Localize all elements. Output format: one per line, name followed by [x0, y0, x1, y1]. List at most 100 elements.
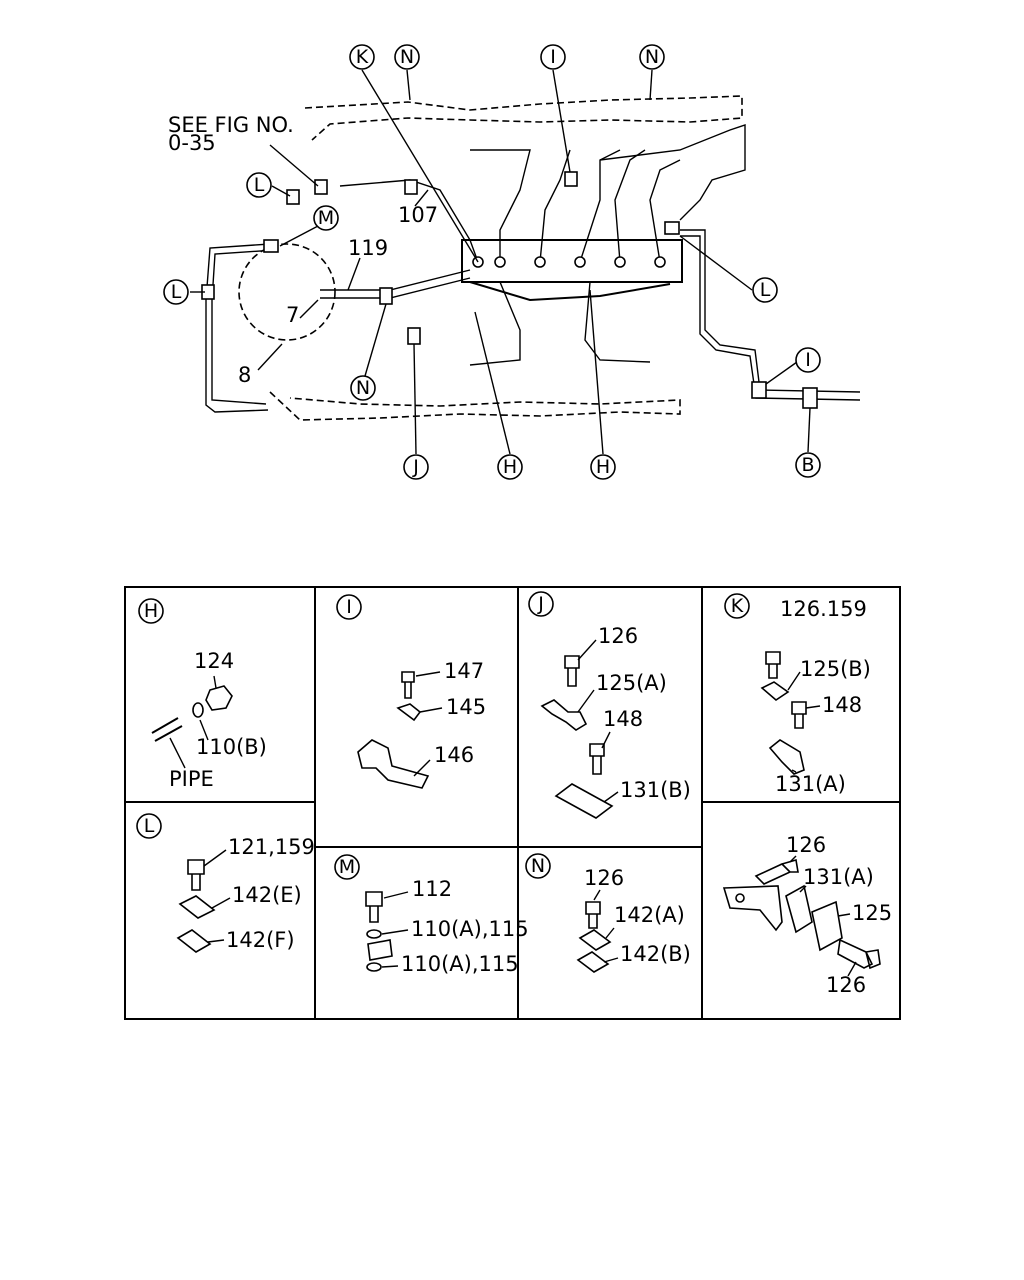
bolt-147-part: [401, 671, 415, 699]
clamp-131a-x-part: [785, 884, 813, 934]
pump-port-6: [654, 256, 666, 268]
clip-145-part: [396, 703, 422, 722]
label-125-x: 125: [852, 901, 892, 925]
callout-k-top: K: [349, 44, 375, 70]
return-line-right: [680, 229, 861, 393]
cell-j: J 126 125(A) 148 131(B): [528, 591, 691, 819]
cell-l: L 121,159 142(E) 142(F): [136, 813, 315, 953]
svg-text:I: I: [346, 596, 352, 618]
label-112: 112: [412, 877, 452, 901]
label-107: 107: [398, 203, 438, 227]
leader-142f: [207, 939, 225, 943]
pump-lower-body: [469, 281, 671, 302]
leader-125-x: [837, 913, 851, 917]
clip-125b-part: [760, 681, 790, 702]
svg-text:M: M: [318, 207, 334, 229]
injection-line-4: [579, 149, 621, 263]
label-142a: 142(A): [614, 903, 685, 927]
leader-142b: [603, 957, 619, 963]
svg-text:J: J: [412, 456, 419, 478]
clamp-m: [263, 239, 279, 253]
union-part: [367, 939, 393, 961]
svg-text:H: H: [144, 600, 158, 622]
label-126-159: 126.159: [780, 597, 867, 621]
see-fig-line-1: SEE FIG NO.: [168, 113, 294, 137]
cell-h-letter: H: [138, 598, 164, 624]
leader-j: [413, 343, 417, 455]
washer-110a-1-part: [366, 929, 382, 939]
leader-146: [413, 759, 431, 777]
callout-b: B: [795, 452, 821, 478]
label-131b: 131(B): [620, 778, 691, 802]
svg-text:H: H: [503, 456, 517, 478]
label-146: 146: [434, 743, 474, 767]
leader-126-x-top: [789, 855, 797, 863]
clamp-b: [802, 387, 818, 409]
svg-text:N: N: [531, 855, 545, 877]
label-126-j: 126: [598, 624, 638, 648]
label-125b: 125(B): [800, 657, 871, 681]
clamp-top-1: [314, 179, 328, 195]
leader-126-j: [577, 639, 597, 661]
svg-text:L: L: [144, 815, 155, 837]
leader-i-right: [765, 361, 798, 385]
bracket-146-part: [357, 739, 430, 789]
leader-110b: [199, 719, 209, 741]
cell-assembly: 126 131(A) 125 126: [722, 833, 892, 997]
clamp-upper-l: [286, 189, 300, 205]
svg-text:I: I: [550, 46, 556, 68]
svg-text:M: M: [339, 856, 355, 878]
label-121-159: 121,159: [228, 835, 315, 859]
cell-k: K 126.159 125(B) 148 131(A): [724, 593, 871, 796]
washer-110b-part: [192, 702, 204, 718]
svg-text:N: N: [356, 377, 370, 399]
clamp-n-lower: [379, 287, 393, 305]
label-126-x-top: 126: [786, 833, 826, 857]
plate-131b-part: [554, 783, 614, 819]
cell-i: I 147 145 146: [336, 594, 486, 789]
lower-line-1: [469, 281, 521, 366]
label-131a-x: 131(A): [803, 865, 874, 889]
callout-n-top-left: N: [394, 44, 420, 70]
upper-manifold-outline: [304, 95, 743, 141]
label-142b: 142(B): [620, 942, 691, 966]
block-125-x-part: [811, 900, 843, 952]
return-line-right-2: [680, 235, 861, 401]
label-142f: 142(F): [226, 928, 295, 952]
leader-n-top-right: [649, 69, 653, 101]
injection-line-3: [539, 149, 571, 263]
bolt-126-k-part: [765, 651, 781, 679]
callout-l-left: L: [163, 279, 189, 305]
svg-text:H: H: [596, 456, 610, 478]
label-7: 7: [286, 303, 299, 327]
leader-h-1: [474, 311, 511, 455]
leader-147: [415, 671, 441, 677]
leader-pipe: [169, 737, 186, 769]
bolt-148-j-part: [589, 743, 605, 775]
svg-text:L: L: [254, 174, 265, 196]
leader-126-x-bottom: [847, 961, 857, 977]
leader-h-2: [589, 289, 604, 455]
label-147: 147: [444, 659, 484, 683]
leader-k: [361, 69, 479, 263]
clamp-top-3: [564, 171, 578, 187]
leader-142e: [211, 897, 231, 909]
clip-142a-part: [578, 929, 612, 951]
main-feed-pipe-2: [320, 277, 471, 299]
leader-110a-2: [381, 965, 399, 968]
leader-110a-1: [381, 929, 409, 935]
clamp-j: [407, 327, 421, 345]
cell-n-letter: N: [525, 853, 551, 879]
cell-h: H 124 110(B) PIPE: [138, 598, 267, 791]
leader-n-top-left: [406, 69, 411, 101]
main-feed-pipe: [320, 269, 471, 291]
clip-142e-part: [178, 895, 216, 919]
washer-110a-2-part: [366, 962, 382, 972]
injection-line-5: [614, 149, 646, 263]
left-outer-pipe: [205, 243, 271, 413]
leader-125a: [577, 689, 595, 713]
svg-text:N: N: [645, 46, 659, 68]
label-126-x-bottom: 126: [826, 973, 866, 997]
leader-126-n: [593, 889, 601, 901]
left-outer-pipe-inner: [211, 249, 276, 405]
